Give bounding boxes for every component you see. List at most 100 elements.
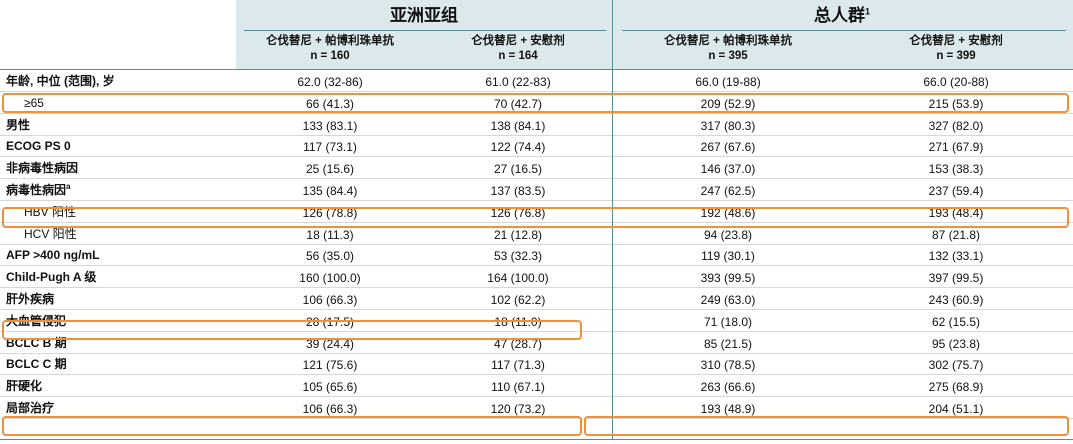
table-cell: 193 (48.9): [700, 402, 756, 416]
group-rule-total: [622, 30, 1066, 31]
table-cell: 327 (82.0): [928, 118, 984, 133]
row-label: HCV 阳性: [24, 226, 77, 241]
row-label: BCLC C 期: [6, 357, 67, 372]
table-cell: 53 (32.3): [493, 249, 543, 264]
table-cell: 132 (33.1): [928, 249, 984, 264]
table-cell: 302 (75.7): [928, 358, 984, 373]
table-cell: 70 (42.7): [493, 96, 543, 111]
table-cell: 87 (21.8): [931, 227, 981, 242]
table-cell: 71 (18.0): [703, 314, 753, 329]
group-title-asia: 亚洲亚组: [390, 6, 458, 25]
table-cell: 25 (15.6): [305, 162, 355, 177]
highlight-box-hbv: [2, 207, 1069, 228]
table-cell: 126 (76.8): [490, 205, 546, 220]
group-separator: [612, 0, 613, 440]
table-cell: 204 (51.1): [928, 402, 984, 416]
table-cell: 317 (80.3): [700, 118, 756, 133]
table-row: HCV 阳性 18 (11.3) 21 (12.8) 94 (23.8) 87 (21.…: [0, 224, 1073, 245]
header-divider: [0, 69, 1073, 70]
table-cell: 271 (67.9): [928, 140, 984, 155]
table-cell: 160 (100.0): [299, 271, 361, 286]
table-cell: 94 (23.8): [703, 227, 753, 242]
group-title-total: 总人群1: [813, 6, 870, 25]
table-cell: 275 (68.9): [928, 380, 984, 395]
table-row: ECOG PS 0 117 (73.1) 122 (74.4) 267 (67.6) 2…: [0, 136, 1073, 158]
table-cell: 66.0 (19-88): [695, 75, 761, 89]
highlight-box-age65: [2, 93, 1069, 113]
table-row: BCLC C 期 121 (75.6) 117 (71.3) 310 (78.5) 30…: [0, 354, 1073, 376]
table-cell: 120 (73.2): [490, 402, 546, 416]
table-cell: 153 (38.3): [928, 162, 984, 177]
table-row: AFP >400 ng/mL 56 (35.0) 53 (32.3) 119 (30.…: [0, 245, 1073, 267]
row-label: ≥65: [24, 95, 44, 110]
table-cell: 121 (75.6): [302, 358, 358, 373]
table-cell: 61.0 (22-83): [485, 75, 551, 89]
table-cell: 66 (41.3): [305, 96, 355, 111]
table-cell: 135 (84.4): [302, 184, 358, 198]
table-row: 肝外疾病 106 (66.3) 102 (62.2) 249 (63.0) 243 (6…: [0, 289, 1073, 310]
row-label: ECOG PS 0: [6, 139, 71, 154]
table-row: 年龄, 中位 (范围), 岁 62.0 (32-86) 61.0 (22-83) 66…: [0, 71, 1073, 92]
table-cell: 18 (11.3): [306, 227, 354, 242]
table-row: ≥65 66 (41.3) 70 (42.7) 209 (52.9) 215 (53.9…: [0, 93, 1073, 114]
table-cell: 119 (30.1): [701, 249, 755, 264]
table-cell: 62 (15.5): [931, 314, 981, 329]
table-cell: 137 (83.5): [490, 184, 546, 198]
row-label: 病毒性病因a: [6, 182, 71, 198]
table-cell: 110 (67.1): [491, 380, 545, 395]
table-cell: 47 (28.7): [493, 336, 543, 351]
table-cell: 117 (71.3): [491, 358, 545, 373]
header-corner: [0, 0, 236, 70]
table-cell: 39 (24.4): [305, 336, 355, 351]
row-label: 年龄, 中位 (范围), 岁: [6, 74, 115, 88]
table-cell: 310 (78.5): [700, 358, 756, 373]
table-cell: 192 (48.6): [700, 205, 756, 220]
table-cell: 215 (53.9): [928, 96, 984, 111]
row-label: 局部治疗: [6, 401, 55, 415]
highlight-box-locoregional-asia: [2, 416, 582, 436]
table-cell: 95 (23.8): [931, 336, 981, 351]
table-cell: 247 (62.5): [700, 184, 756, 198]
table-cell: 164 (100.0): [487, 271, 549, 286]
row-label: 肝外疾病: [6, 292, 55, 306]
table-cell: 133 (83.1): [302, 118, 358, 133]
table-cell: 117 (73.1): [303, 140, 357, 155]
row-label: Child-Pugh A 级: [6, 270, 97, 285]
highlight-box-locoregional-total: [584, 416, 1069, 436]
row-label: 非病毒性病因: [6, 161, 79, 176]
table-cell: 21 (12.8): [493, 227, 543, 242]
table-cell: 126 (78.8): [302, 205, 358, 220]
table-bottom-rule: [0, 439, 1073, 440]
table-cell: 102 (62.2): [490, 293, 546, 307]
table-cell: 122 (74.4): [490, 140, 546, 155]
table-cell: 249 (63.0): [700, 293, 756, 307]
table-cell: 105 (65.6): [302, 380, 358, 395]
table-row: 局部治疗 106 (66.3) 120 (73.2) 193 (48.9) 204 (5…: [0, 398, 1073, 419]
row-label: 肝硬化: [6, 379, 43, 394]
table-cell: 85 (21.5): [703, 336, 753, 351]
table-cell: 66.0 (20-88): [923, 75, 989, 89]
table-cell: 106 (66.3): [302, 293, 358, 307]
table-cell: 27 (16.5): [493, 162, 543, 177]
table-cell: 56 (35.0): [305, 249, 355, 264]
table-cell: 62.0 (32-86): [297, 75, 363, 89]
row-label: AFP >400 ng/mL: [6, 248, 100, 263]
table-cell: 138 (84.1): [490, 118, 546, 133]
table-cell: 243 (60.9): [928, 293, 984, 307]
table-cell: 267 (67.6): [700, 140, 756, 155]
table-cell: 106 (66.3): [302, 402, 358, 416]
group-rule-asia: [244, 30, 606, 31]
table-cell: 146 (37.0): [700, 162, 756, 177]
table-cell: 193 (48.4): [928, 205, 984, 220]
table-cell: 209 (52.9): [700, 96, 756, 111]
table-cell: 397 (99.5): [928, 271, 984, 286]
highlight-box-macrovascular: [2, 320, 582, 340]
